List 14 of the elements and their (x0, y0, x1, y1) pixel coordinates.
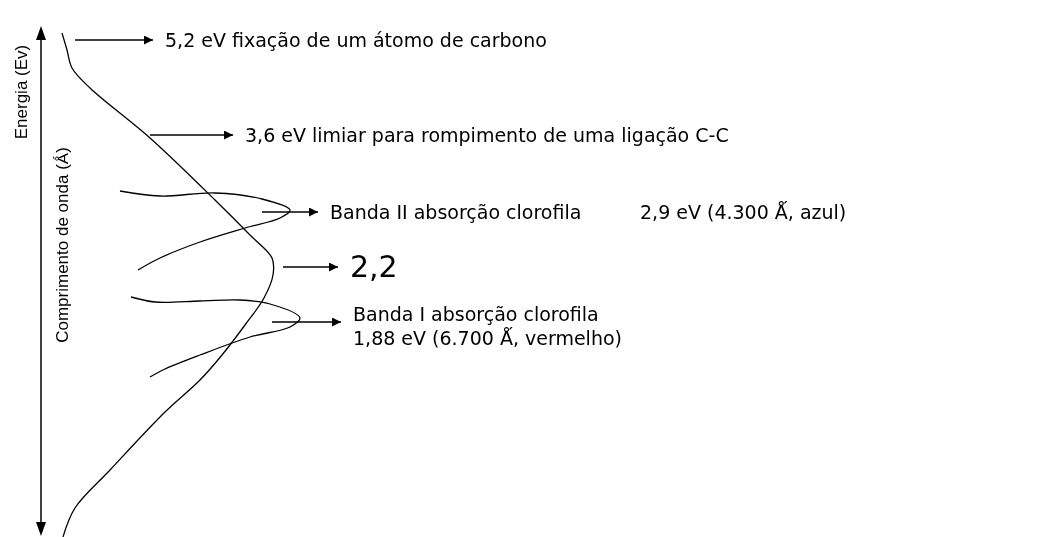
annotation-text: Banda II absorção clorofila (330, 200, 582, 224)
value-text: 2,9 eV (4.300 Ǻ, azul) (640, 200, 847, 224)
axis-label: Energia (Ev) (12, 44, 33, 140)
arrow (149, 130, 234, 140)
axis-label: Comprimento de onda (Ǻ) (52, 147, 73, 343)
arrow (74, 35, 154, 45)
value-label: 2,2 (350, 250, 398, 284)
annotation-text: 5,2 eV fixação de um átomo de carbono (165, 28, 547, 52)
arrow (261, 207, 319, 217)
arrow (282, 262, 339, 272)
annotation-text: 3,6 eV limiar para rompimento de uma ligação C-C (245, 123, 729, 147)
arrow (271, 317, 342, 327)
value-text: 1,88 eV (6.700 Ǻ, vermelho) (353, 326, 622, 350)
annotation-text: Banda I absorção clorofila (353, 302, 600, 326)
